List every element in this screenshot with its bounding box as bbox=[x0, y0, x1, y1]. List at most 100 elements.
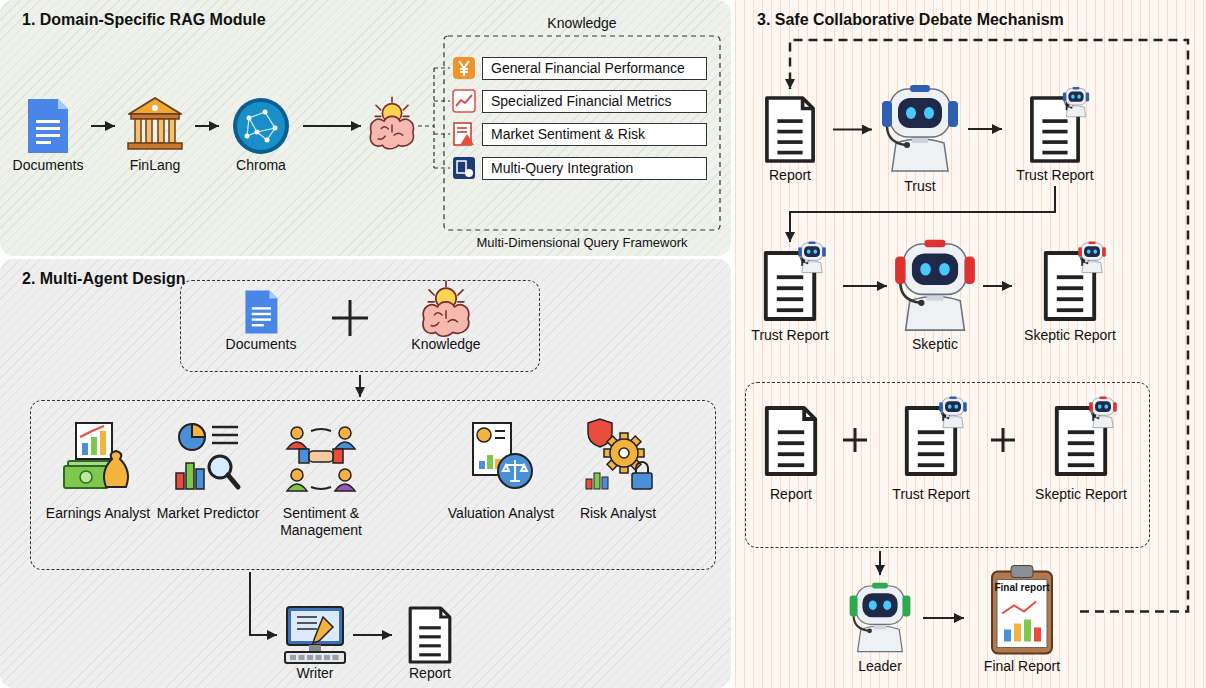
icon-shape bbox=[767, 408, 815, 474]
group-box: DocumentsKnowledge bbox=[180, 280, 540, 372]
icon-shape bbox=[477, 428, 491, 442]
icon-node: Skeptic bbox=[890, 236, 980, 353]
icon-shape bbox=[1042, 119, 1067, 123]
icon-node: Valuation Analyst bbox=[443, 409, 559, 522]
node-label: Sentiment & Management bbox=[265, 505, 377, 539]
icon-shape bbox=[479, 461, 485, 469]
icon-node: Trust Report bbox=[881, 396, 981, 503]
icon-shape bbox=[1034, 628, 1041, 642]
icon-shape bbox=[1004, 630, 1011, 642]
icon-shape bbox=[460, 134, 474, 145]
icon-shape bbox=[1046, 253, 1094, 319]
flow-arrow bbox=[353, 634, 392, 636]
icon-shape bbox=[419, 626, 441, 629]
icon-shape bbox=[1042, 151, 1067, 155]
icon-picture bbox=[881, 396, 981, 486]
icon-shape bbox=[882, 101, 892, 127]
icon-shape bbox=[28, 99, 68, 153]
icon-shape bbox=[1087, 249, 1091, 253]
icon-picture bbox=[751, 396, 831, 486]
icon-shape bbox=[265, 138, 270, 143]
icon-shape bbox=[465, 169, 473, 177]
icon-shape bbox=[457, 161, 466, 173]
node-label: Multi-Dimensional Query Framework bbox=[444, 234, 720, 251]
icon-shape bbox=[1098, 404, 1102, 408]
icon-picture bbox=[1005, 92, 1105, 167]
icon-shape bbox=[36, 127, 60, 130]
section-panel: 1. Domain-Specific RAG ModuleDocumentsFi… bbox=[0, 0, 731, 256]
item-icon bbox=[452, 122, 476, 146]
icon-shape bbox=[907, 396, 967, 474]
icon-shape bbox=[176, 424, 238, 489]
icon-shape bbox=[777, 308, 803, 312]
node-label: Report bbox=[751, 486, 831, 503]
icon-shape bbox=[1014, 624, 1021, 642]
node-label: Market Sentiment & Risk bbox=[482, 123, 707, 146]
icon-shape bbox=[1066, 88, 1087, 105]
icon-shape bbox=[813, 249, 817, 253]
label-holder: Multi-Dimensional Query Framework bbox=[444, 234, 720, 251]
icon-shape bbox=[898, 98, 942, 128]
icon-shape bbox=[883, 600, 891, 610]
flow-arrow bbox=[91, 125, 115, 127]
knowledge-box: KnowledgeMulti-Dimensional Query Framewo… bbox=[364, 6, 724, 254]
icon-shape bbox=[498, 454, 532, 488]
icon-shape bbox=[196, 469, 204, 489]
icon-shape bbox=[941, 412, 948, 419]
icon-shape bbox=[902, 596, 910, 617]
icon-picture bbox=[1015, 245, 1125, 327]
icon-shape bbox=[777, 140, 802, 144]
icon-shape bbox=[169, 119, 175, 143]
icon-shape bbox=[1057, 408, 1105, 474]
icon-shape bbox=[458, 301, 464, 303]
flow-arrow bbox=[303, 125, 361, 127]
icon-picture bbox=[280, 605, 350, 665]
icon-shape bbox=[403, 105, 408, 110]
icon-shape bbox=[290, 655, 296, 660]
icon-shape bbox=[444, 36, 720, 230]
icon-shape bbox=[918, 452, 944, 456]
icon-node: Final Report bbox=[967, 565, 1077, 675]
icon-shape bbox=[299, 655, 305, 660]
icon-shape bbox=[299, 449, 309, 463]
icon-shape bbox=[777, 130, 802, 134]
icon-shape bbox=[1084, 246, 1100, 257]
icon-shape bbox=[1104, 404, 1108, 408]
node-label: Report bbox=[750, 167, 830, 184]
flow-arrow bbox=[250, 572, 277, 635]
icon-shape bbox=[458, 290, 463, 295]
icon-shape bbox=[1068, 463, 1094, 467]
icon-picture bbox=[223, 288, 300, 336]
icon-node: Skeptic Report bbox=[1015, 245, 1125, 344]
icon-shape bbox=[297, 622, 317, 624]
icon-shape bbox=[335, 442, 355, 449]
icon-shape bbox=[778, 430, 804, 434]
icon-node: Documents bbox=[8, 95, 88, 174]
icon-shape bbox=[1091, 412, 1098, 419]
icon-shape bbox=[991, 428, 1015, 452]
flow-arrow bbox=[968, 128, 1002, 130]
icon-shape bbox=[854, 616, 869, 630]
icon-picture bbox=[150, 409, 266, 505]
icon-shape bbox=[249, 112, 265, 118]
icon-shape bbox=[954, 404, 958, 408]
icon-shape bbox=[777, 119, 802, 123]
icon-shape bbox=[453, 57, 475, 79]
icon-shape bbox=[882, 85, 958, 171]
icon-node: Earnings Analyst bbox=[40, 409, 156, 522]
icon-shape bbox=[391, 97, 393, 102]
icon-shape bbox=[1063, 92, 1066, 101]
icon-shape bbox=[918, 430, 944, 434]
icon-shape bbox=[1089, 402, 1093, 411]
icon-shape bbox=[906, 107, 916, 119]
icon-shape bbox=[767, 98, 813, 161]
icon-shape bbox=[964, 257, 975, 284]
icon-shape bbox=[370, 116, 413, 148]
icon-shape bbox=[767, 98, 813, 161]
icon-shape bbox=[1024, 620, 1031, 642]
icon-shape bbox=[104, 451, 128, 487]
icon-shape bbox=[798, 247, 802, 256]
icon-shape bbox=[1057, 297, 1083, 301]
node-label: Earnings Analyst bbox=[40, 505, 156, 522]
icon-shape bbox=[186, 463, 194, 489]
